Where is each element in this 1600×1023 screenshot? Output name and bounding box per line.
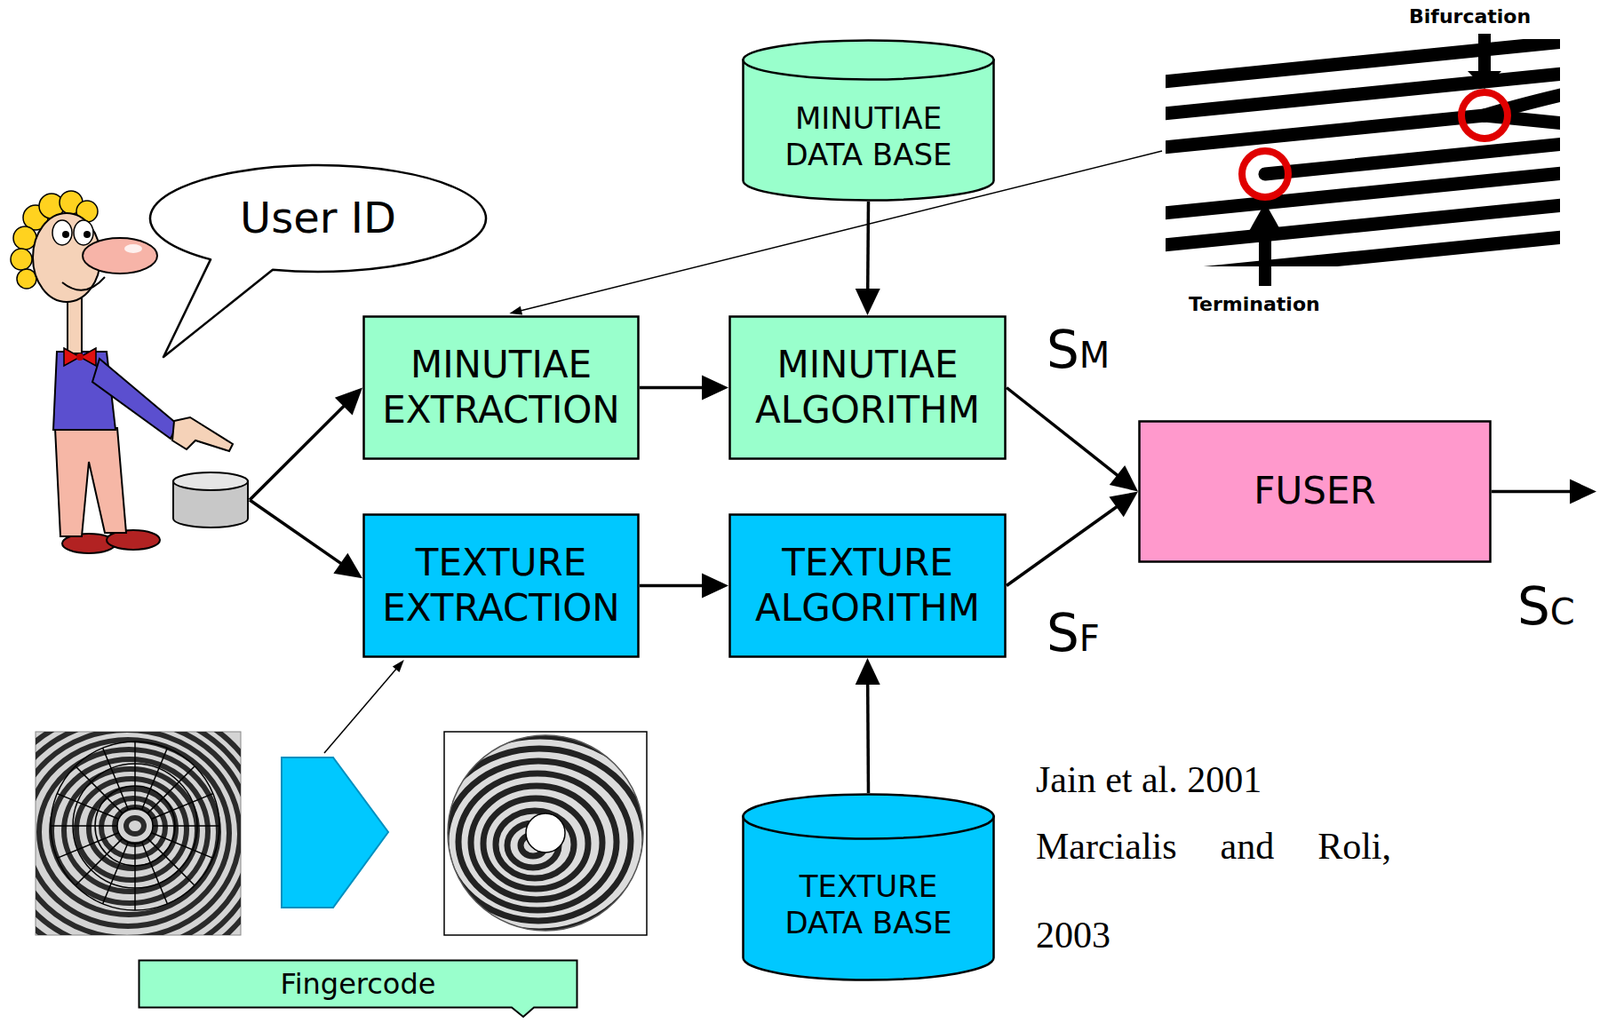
- connector-arrow: [855, 201, 881, 316]
- score-label: SF: [1046, 605, 1100, 663]
- fingerprint-ring: [396, 711, 688, 964]
- node-text: MINUTIAE EXTRACTION: [373, 342, 629, 433]
- fuser-box: FUSER: [1138, 420, 1492, 564]
- score-label: SM: [1046, 322, 1110, 380]
- line: [1006, 388, 1120, 478]
- line: [1491, 490, 1573, 494]
- fingerprint-sensor: [173, 472, 248, 528]
- process-box: TEXTURE ALGORITHM: [728, 513, 1007, 659]
- node-text: FUSER: [1150, 469, 1480, 514]
- line: [324, 668, 398, 754]
- arrowhead: [855, 658, 881, 685]
- line: [866, 682, 870, 794]
- database-cylinder: MINUTIAE DATA BASE: [741, 39, 996, 202]
- arrowhead: [1569, 479, 1597, 505]
- connector-arrow: [855, 658, 881, 794]
- node-text: TEXTURE ALGORITHM: [739, 541, 996, 631]
- ridge-label: Termination: [1188, 293, 1321, 317]
- connector-arrow: [1006, 388, 1139, 493]
- line: [249, 500, 343, 566]
- score-label: SC: [1517, 579, 1576, 637]
- block-arrow: [281, 757, 389, 908]
- connector-arrow: [1006, 492, 1139, 587]
- arrowhead: [509, 306, 523, 316]
- line: [249, 405, 346, 501]
- citation: Marcialis and Roli, 2003: [1035, 802, 1392, 980]
- arrowhead: [1109, 465, 1139, 493]
- process-box: MINUTIAE EXTRACTION: [362, 315, 640, 461]
- node-text: MINUTIAE ALGORITHM: [739, 342, 996, 433]
- process-box: MINUTIAE ALGORITHM: [728, 315, 1007, 461]
- node-text: TEXTURE DATA BASE: [756, 868, 981, 942]
- arrowhead: [333, 553, 363, 580]
- node-text: Fingercode: [146, 967, 570, 1002]
- ridge-illustration: [1154, 33, 1573, 287]
- arrowhead: [701, 573, 729, 599]
- connector-arrow: [639, 375, 729, 401]
- line: [1006, 505, 1119, 586]
- connector-arrow: [639, 573, 729, 599]
- database-cylinder: TEXTURE DATA BASE: [741, 793, 996, 982]
- arrowhead: [1108, 492, 1139, 518]
- node-text: MINUTIAE DATA BASE: [756, 100, 981, 174]
- line: [639, 584, 705, 589]
- arrowhead: [334, 388, 363, 416]
- arrowhead: [701, 375, 729, 401]
- citation: Jain et al. 2001: [1035, 757, 1262, 803]
- node-text: TEXTURE EXTRACTION: [373, 541, 629, 631]
- ridge-label: Bifurcation: [1408, 5, 1531, 29]
- line: [639, 386, 705, 391]
- node-text: User ID: [201, 192, 435, 245]
- process-box: TEXTURE EXTRACTION: [362, 513, 640, 659]
- callout-box: Fingercode: [137, 959, 579, 1010]
- arrowhead: [855, 288, 881, 316]
- speech-bubble: User ID: [148, 163, 488, 274]
- line: [866, 201, 870, 292]
- fingerprint-image: [0, 700, 272, 973]
- arrowhead: [392, 660, 405, 673]
